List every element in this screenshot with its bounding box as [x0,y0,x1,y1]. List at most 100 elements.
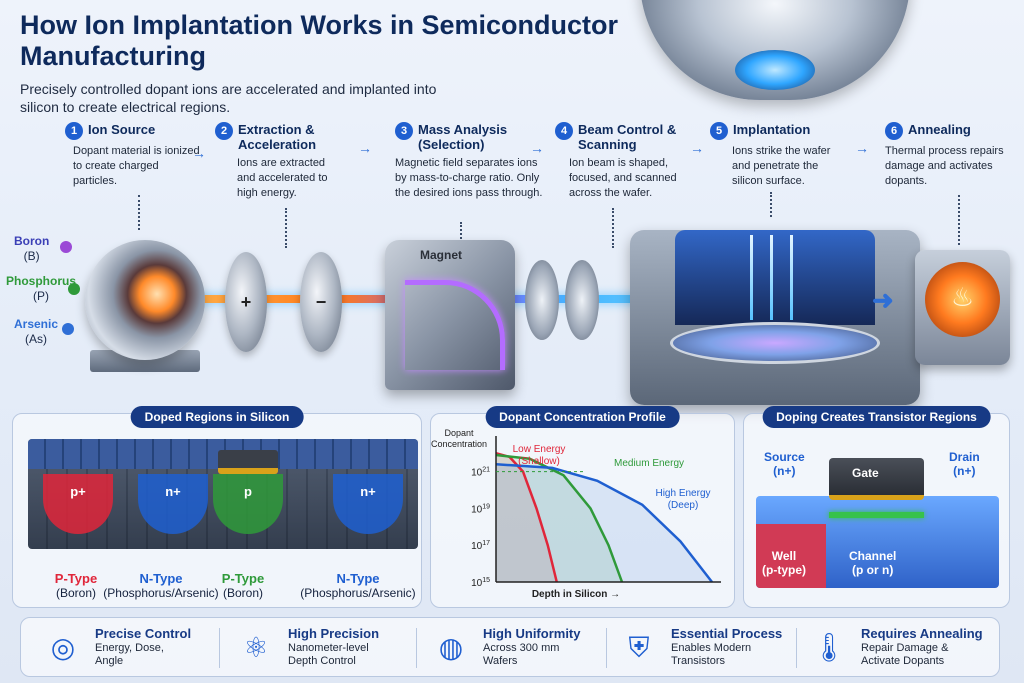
gate-electrode [829,458,924,500]
region-type: P-Type [54,571,98,586]
step-number: 1 [65,122,83,140]
heat-icon: ♨ [925,262,1000,337]
region-dopant: (Phosphorus/Arsenic) [300,586,416,600]
leader-line [612,208,614,248]
boron-ion-icon [60,241,72,253]
thermometer-icon: 🌡 [811,632,847,663]
series-annotation: (Deep) [668,500,699,511]
feature-requires-annealing: 🌡 Requires Annealing Repair Damage & Act… [809,624,994,674]
ion-stream [790,235,793,320]
panel-concentration-profile: Dopant Concentration Profile 1015 1017 101… [430,406,735,608]
dopant-symbol: (B) [23,249,40,263]
region-type: P-Type [221,571,265,586]
leader-line [958,195,960,245]
region-dopant: (Boron) [55,586,96,600]
dopant-name: Arsenic [14,317,59,331]
feature-title: High Precision [288,626,380,641]
y-tick-label: 1015 [471,577,490,589]
step-number: 5 [710,122,728,140]
feature-desc: Repair Damage & Activate Dopants [861,642,949,667]
doped-region: p+ [43,474,113,534]
drain-type: (n+) [953,464,976,478]
step-arrow-icon: → [690,140,704,156]
arsenic-ion-icon [62,323,74,335]
panel-transistor-regions: Doping Creates Transistor Regions Source… [743,406,1010,608]
series-area [496,464,712,582]
well-text: Well [771,549,797,563]
doped-region: p [213,474,283,534]
step-description: Thermal process repairs damage and activ… [885,145,1004,187]
y-axis-label: Concentration [431,439,487,449]
leader-line [770,192,772,217]
well-region [756,524,826,588]
channel-text: Channel [849,549,897,563]
step-number: 4 [555,122,573,140]
series-line [495,453,624,583]
leader-line [460,222,462,242]
wafer-icon: ◍ [438,632,464,663]
divider [219,628,220,668]
feature-desc: Energy, Dose, Angle [95,642,164,667]
divider [416,628,417,668]
region-label: P-Type (Boron) [203,571,283,601]
source-label: Source (n+) [764,450,805,478]
ion-stream [750,235,753,320]
dopant-symbol: (P) [33,289,49,303]
atom-icon: ⚛ [243,632,269,663]
ion-source-chamber [85,240,205,360]
step-title: Beam Control & Scanning [578,122,677,152]
step-description: Ions strike the wafer and penetrate the … [732,145,831,187]
y-tick-label: 1019 [471,503,490,515]
source-text: Source [764,450,805,464]
step-title: Mass Analysis (Selection) [418,122,508,152]
region-type: N-Type [336,571,380,586]
implant-chamber-top [640,0,910,100]
source-type: (n+) [773,464,796,478]
dopant-name: Phosphorus [6,274,77,288]
feature-title: Precise Control [95,626,192,641]
series-line [495,462,713,583]
chart-title: Dopant Concentration Profile [485,406,680,428]
step-description: Ion beam is shaped, focused, and scanned… [569,157,677,199]
step-arrow-icon: → [358,140,372,156]
chamber-window [675,230,875,325]
magnet-label: Magnet [420,248,462,262]
phosphorus-ion-icon [68,283,80,295]
page-subtitle: Precisely controlled dopant ions are acc… [20,81,437,115]
series-annotation: High Energy [655,488,710,499]
step-title: Implantation [733,122,811,137]
implantation-chamber [630,230,920,405]
doped-region: n+ [138,474,208,534]
beam-aperture [735,50,815,90]
feature-title: Requires Annealing [861,626,983,641]
region-label: N-Type (Phosphorus/Arsenic) [298,571,418,601]
y-tick-label: 1017 [471,540,490,552]
region-type: N-Type [139,571,183,586]
step-title: Ion Source [88,122,156,137]
annealing-furnace: ♨ [915,250,1010,365]
drain-label: Drain (n+) [949,450,980,478]
series-annotation: Medium Energy [614,458,684,469]
series-annotation: Low Energy [513,444,566,455]
step-description: Dopant material is ionized to create cha… [73,145,200,187]
leader-line [285,208,287,248]
step-title: Annealing [908,122,971,137]
drain-text: Drain [949,450,980,464]
feature-bar: ◎ Precise Control Energy, Dose, Angle ⚛ … [20,617,1000,677]
concentration-chart: 1015101710191021DopantConcentrationDepth… [431,428,721,600]
step-implantation: 5 Implantation Ions strike the wafer and … [710,122,850,189]
dopant-arsenic: Arsenic (As) [14,317,58,347]
process-steps: 1 Ion Source Dopant material is ionized t… [0,122,1024,232]
ion-stream [770,235,773,320]
silicon-wafer [670,322,880,364]
extraction-plate-negative: − [300,252,342,352]
arrow-right-icon: ➜ [872,285,894,315]
series-area [496,453,557,582]
target-icon: ◎ [50,632,76,663]
panel-doped-regions: Doped Regions in Silicon p+ n+ p n+ P-Ty… [12,406,422,608]
well-type: (p-type) [762,563,806,577]
step-arrow-icon: → [192,145,206,161]
